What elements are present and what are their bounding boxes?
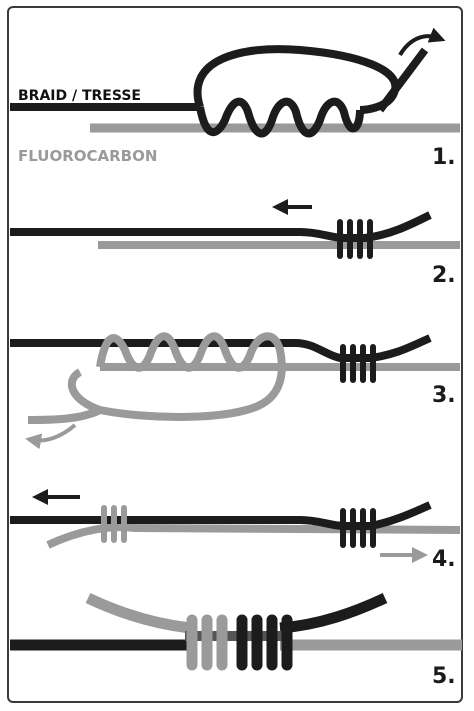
fluorocarbon-tag-end (85, 593, 191, 634)
braid-tag-end (279, 593, 388, 634)
fluorocarbon-line (46, 523, 461, 549)
step-5: 5. (10, 593, 462, 689)
arrow-right-icon (398, 27, 446, 57)
braid-label: BRAID / TRESSE (18, 88, 141, 104)
fluorocarbon-wraps (186, 614, 228, 671)
braid-line (10, 211, 432, 242)
braid-line (10, 501, 432, 530)
fluorocarbon-wraps (101, 505, 127, 543)
step-1: BRAID / TRESSE FLUOROCARBON 1. (10, 27, 460, 170)
arrow-left-icon (25, 423, 77, 450)
step-3: 3. (10, 332, 460, 450)
fluorocarbon-label: FLUOROCARBON (18, 147, 157, 165)
braid-wraps (340, 508, 376, 548)
step-number: 3. (432, 383, 456, 408)
step-2: 2. (10, 199, 460, 288)
fluorocarbon-tag-end (27, 406, 102, 424)
braid-wraps (236, 614, 293, 671)
braid-coils (196, 97, 364, 138)
step-4: 4. (10, 489, 461, 572)
braid-wraps (340, 344, 376, 383)
step-number: 5. (432, 664, 456, 689)
step-number: 2. (432, 263, 456, 288)
step-number: 4. (432, 547, 456, 572)
braid-loop (193, 45, 400, 114)
braid-tag-end (376, 47, 429, 113)
step-number: 1. (432, 145, 456, 170)
braid-wraps (337, 219, 373, 259)
fluorocarbon-coils (67, 332, 286, 421)
